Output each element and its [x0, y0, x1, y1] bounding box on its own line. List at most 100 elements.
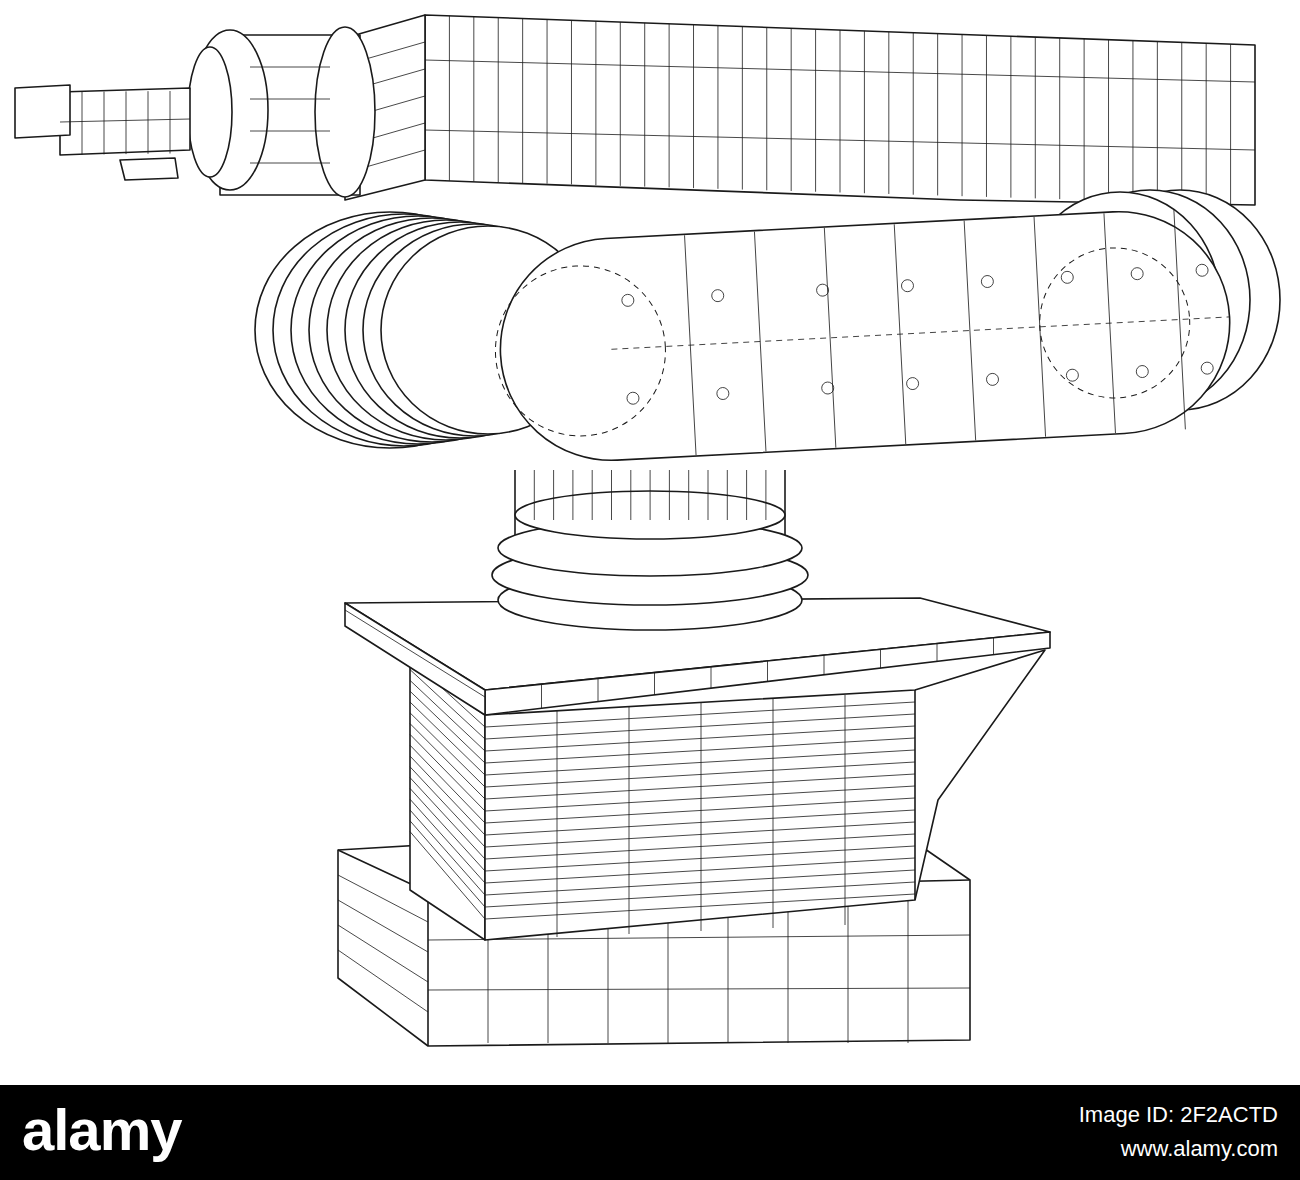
gripper — [60, 88, 190, 155]
wire-line — [428, 988, 970, 990]
wire-line — [669, 24, 670, 188]
wire-line — [611, 470, 612, 520]
wire-line — [410, 832, 485, 919]
wire-line — [1010, 36, 1011, 197]
wire-line — [345, 610, 485, 697]
bolt — [1066, 369, 1079, 382]
wire-line — [727, 470, 728, 520]
wire-grid — [60, 67, 330, 163]
wire-line — [1108, 40, 1109, 201]
wire-line — [669, 470, 670, 520]
wire-line — [485, 774, 915, 799]
wire-line — [473, 17, 474, 182]
wire-line — [711, 667, 712, 688]
link-body — [495, 206, 1236, 466]
wire-line — [485, 750, 915, 775]
watermark-logo: alamy — [22, 1096, 181, 1163]
wire-line — [937, 644, 938, 662]
wire-line — [250, 99, 330, 100]
wire-line — [60, 119, 190, 122]
wire-line — [888, 32, 889, 194]
wire-line — [571, 20, 572, 184]
wire-line — [557, 711, 558, 937]
wire-line — [598, 678, 599, 701]
wire-line — [250, 163, 330, 164]
wire-line — [410, 724, 485, 799]
lower-link — [490, 206, 1236, 466]
wire-line — [338, 925, 428, 982]
wire-line — [644, 23, 645, 187]
gripper-jaw — [120, 158, 178, 180]
wire-line — [908, 892, 909, 1043]
wire-line — [410, 702, 485, 775]
bolt — [1131, 267, 1144, 280]
wire-line — [986, 35, 987, 197]
wire-line — [410, 734, 485, 811]
wire-line — [410, 778, 485, 859]
wire-line — [425, 60, 1255, 82]
wire-line — [485, 786, 915, 811]
footer-bar — [0, 1085, 1300, 1180]
wire-line — [547, 19, 548, 183]
bolt — [1136, 365, 1149, 378]
wire-line — [864, 31, 865, 193]
wire-line — [773, 699, 774, 928]
wire-line — [688, 470, 689, 520]
wire-line — [693, 25, 694, 188]
wire-line — [746, 470, 747, 520]
wire-line — [485, 846, 915, 871]
wrist-disc — [315, 27, 375, 197]
wrist-disc — [188, 47, 232, 177]
hidden-edge — [491, 262, 670, 441]
wire-line — [1084, 39, 1085, 200]
wire-line — [654, 673, 655, 695]
wire-line — [788, 892, 789, 1043]
wire-line — [815, 29, 816, 192]
wire-line — [701, 703, 702, 931]
wire-line — [410, 799, 485, 883]
wire-line — [650, 470, 651, 520]
wire-line — [170, 91, 171, 154]
bolt — [1201, 362, 1214, 375]
wire-line — [425, 130, 1255, 150]
wire-line — [630, 470, 631, 520]
bolt — [986, 373, 999, 386]
wire-line — [962, 34, 963, 196]
bolt — [981, 275, 994, 288]
wire-line — [572, 470, 573, 520]
wire-line — [824, 655, 825, 675]
wire-line — [1157, 41, 1158, 202]
wire-line — [1230, 44, 1231, 204]
wire-line — [485, 762, 915, 787]
top-plate-side — [345, 603, 485, 715]
wire-line — [791, 28, 792, 191]
wire-line — [485, 822, 915, 847]
bolt — [622, 294, 635, 307]
pedestal-edge — [914, 690, 916, 900]
wire-line — [250, 67, 330, 68]
wire-line — [1035, 37, 1036, 198]
wire-line — [845, 695, 846, 925]
bolt — [627, 392, 640, 405]
top-plate-front — [485, 632, 1050, 715]
wire-line — [993, 638, 994, 655]
wire-grid — [534, 470, 766, 520]
wire-line — [485, 882, 915, 907]
bolt — [711, 289, 724, 302]
wire-line — [485, 870, 915, 895]
wire-line — [840, 30, 841, 193]
wire-line — [592, 470, 593, 520]
wire-line — [338, 950, 428, 1012]
robot-arm-wireframe — [0, 0, 1300, 1085]
image-id: Image ID: 2F2ACTD — [1079, 1102, 1278, 1128]
wire-line — [848, 892, 849, 1043]
wire-grid — [606, 207, 1236, 459]
wire-line — [250, 131, 330, 132]
wire-line — [338, 900, 428, 952]
wire-line — [595, 21, 596, 185]
wire-line — [498, 18, 499, 183]
wire-line — [104, 92, 105, 155]
wire-line — [485, 798, 915, 823]
wire-line — [485, 714, 915, 739]
wire-line — [410, 821, 485, 907]
